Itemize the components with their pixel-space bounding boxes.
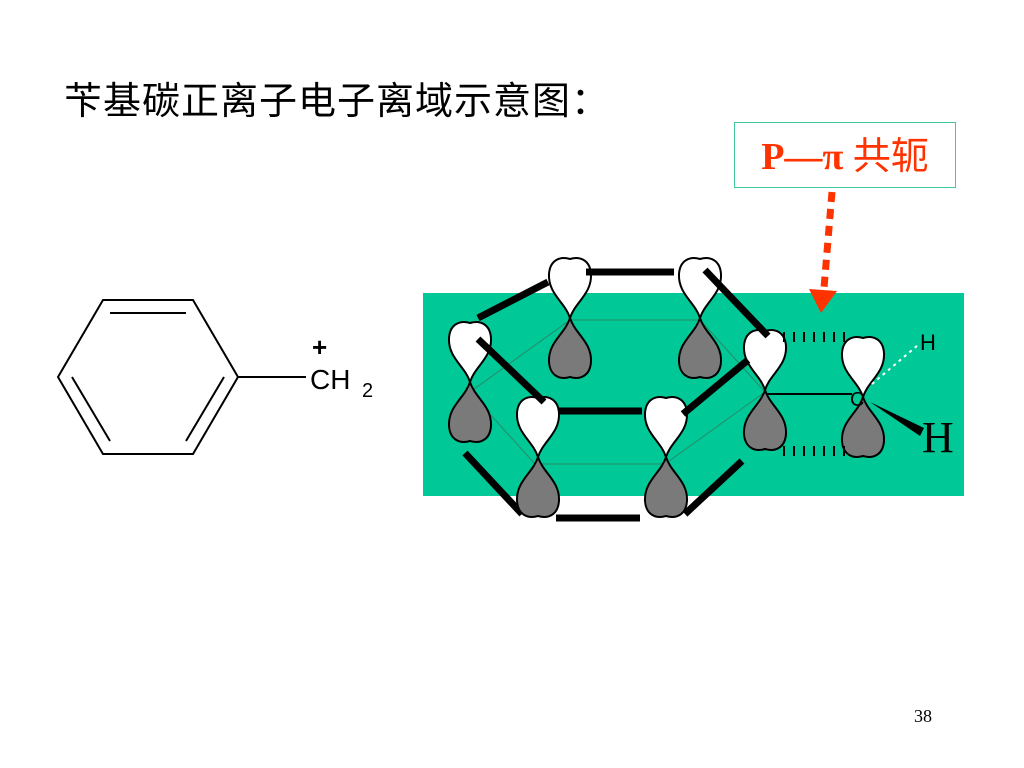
c-h-hashed-bond [871, 344, 919, 385]
ring-bond [462, 450, 525, 517]
ch2-subscript: 2 [362, 380, 373, 402]
p-pi-overlap-top [783, 332, 845, 342]
callout-arrow-line [820, 191, 836, 289]
p-pi-conjugation-callout: P—π 共轭 [734, 122, 956, 188]
ring-double-bond [185, 376, 225, 442]
slide-title: 苄基碳正离子电子离域示意图： [64, 79, 611, 123]
p-pi-overlap-bottom [783, 446, 845, 456]
carbon-label: C [850, 389, 864, 411]
ring-bond [702, 267, 771, 339]
molecular-plane [423, 293, 964, 496]
hydrogen-label-back: H [920, 330, 936, 355]
callout-p-text: P— [761, 136, 823, 178]
page-number: 38 [914, 706, 932, 726]
hydrogen-label-front: H [922, 413, 954, 462]
c-h-wedge-bond [870, 402, 924, 436]
ring-bond [475, 336, 547, 405]
positive-charge: + [312, 332, 327, 362]
orbital-diagram: C H H [423, 191, 964, 522]
ring-bond [682, 458, 745, 517]
callout-arrow-head [809, 289, 837, 313]
callout-pi-text: π [822, 136, 853, 178]
callout-cjk-text: 共轭 [852, 134, 929, 178]
ch2-group-label: CH [310, 364, 350, 395]
ring-double-bond [71, 376, 111, 442]
ring-bond [476, 278, 550, 322]
ring-bond [680, 357, 751, 417]
benzyl-cation-structure: + CH 2 [56, 299, 373, 455]
benzene-ring [56, 299, 240, 455]
